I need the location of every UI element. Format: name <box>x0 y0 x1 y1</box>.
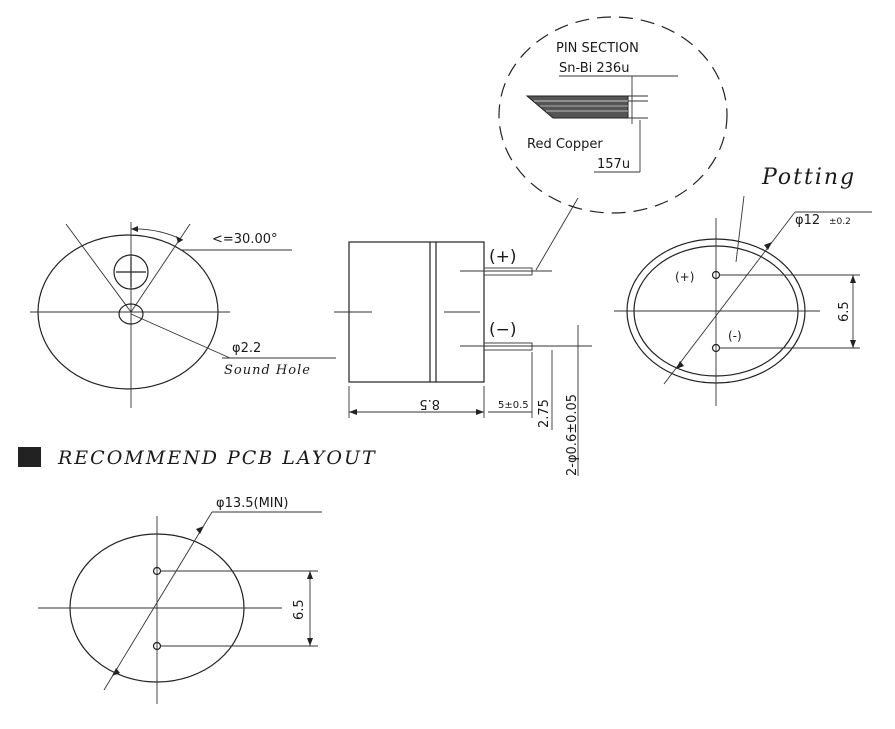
arrowhead <box>196 526 204 534</box>
arrowhead <box>476 409 484 415</box>
sound-hole <box>118 303 144 325</box>
arrowhead <box>131 226 138 232</box>
arrowhead <box>764 242 772 250</box>
arrowhead <box>850 340 856 348</box>
height-label: 8.5 <box>419 396 440 411</box>
pin-positive <box>483 267 533 276</box>
diameter-leader <box>663 211 796 385</box>
arrowhead <box>112 668 120 676</box>
pcb-layout-section: RECOMMEND PCB LAYOUT φ13.5(MIN) 6.5 <box>18 447 377 704</box>
angle-line <box>130 223 191 313</box>
bottom-positive-label: (+) <box>675 270 694 284</box>
arrowhead <box>676 361 684 369</box>
pin-section-title: PIN SECTION <box>556 41 639 56</box>
potting-label: Potting <box>761 165 856 190</box>
terminal-mark-circle <box>113 254 149 290</box>
pcb-spacing-label: 6.5 <box>292 599 307 620</box>
section-bullet <box>18 447 41 467</box>
angle-label: <=30.00° <box>212 232 278 247</box>
bottom-view: Potting φ12 ±0.2 (+) (-) 6.5 <box>614 165 872 406</box>
pin-hole-positive <box>711 270 721 280</box>
sound-hole-label: Sound Hole <box>224 363 311 378</box>
pcb-layout-heading: RECOMMEND PCB LAYOUT <box>57 447 377 469</box>
pin-cross-section <box>525 95 629 119</box>
pcb-diameter-leader <box>103 511 213 691</box>
plating-label: Sn-Bi 236u <box>559 61 629 76</box>
pin-diameter-label: 2-φ0.6±0.05 <box>565 394 580 476</box>
arrowhead <box>307 571 313 579</box>
pin-section-detail: PIN SECTION Sn-Bi 236u Red Copper 157u <box>498 16 728 271</box>
detail-circle <box>498 16 728 214</box>
detail-leader <box>535 197 579 271</box>
arrowhead <box>349 409 357 415</box>
pcb-diameter-label: φ13.5(MIN) <box>216 496 288 511</box>
diameter-label: φ12 <box>795 213 820 228</box>
angle-arc <box>130 228 184 241</box>
diameter-tolerance: ±0.2 <box>829 217 851 227</box>
side-view: (+) (−) 8.5 5±0.5 2.75 2-φ0.6±0.05 <box>334 241 592 476</box>
arrowhead <box>176 236 183 243</box>
offset-label: 5±0.5 <box>498 400 529 411</box>
bottom-negative-label: (-) <box>728 329 742 343</box>
sound-hole-diameter: φ2.2 <box>232 341 261 356</box>
angle-line <box>65 223 132 313</box>
pcb-hole-negative <box>152 641 162 651</box>
pcb-hole-positive <box>152 566 162 576</box>
arrowhead <box>307 638 313 646</box>
front-view: <=30.00° φ2.2 Sound Hole <box>30 222 336 408</box>
base-material-label: Red Copper <box>527 137 603 152</box>
base-thickness-label: 157u <box>597 157 630 172</box>
pin-negative <box>483 342 533 351</box>
spacing-label: 6.5 <box>837 301 852 322</box>
pin-positive-label: (+) <box>489 247 517 267</box>
arrowhead <box>850 275 856 283</box>
sound-hole-leader <box>130 313 231 359</box>
potting-leader <box>735 195 745 263</box>
pin-length-label: 2.75 <box>537 399 552 428</box>
pin-hole-negative <box>711 343 721 353</box>
pin-negative-label: (−) <box>489 320 517 340</box>
